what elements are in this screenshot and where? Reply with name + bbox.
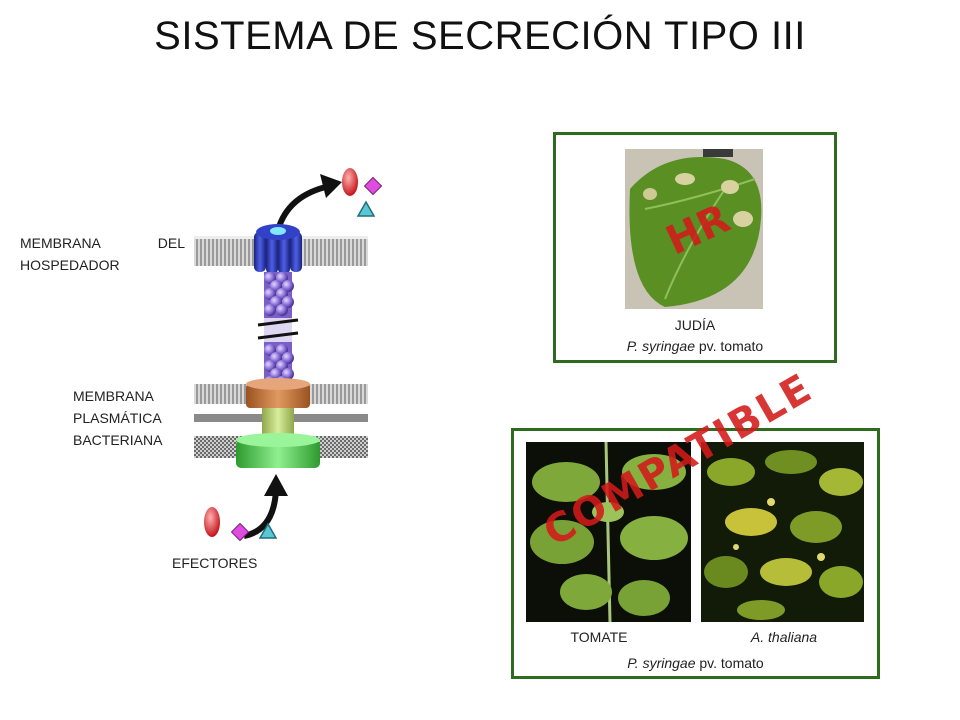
host-channel xyxy=(254,224,302,274)
export-arrowhead xyxy=(320,174,342,198)
hr-panel: HR JUDÍA P. syringae pv. tomato xyxy=(553,132,837,363)
host-membrane-label-line2: HOSPEDADOR xyxy=(20,257,120,273)
bacterial-membrane-line1: MEMBRANA xyxy=(73,388,154,404)
host-membrane-label-word2: DEL xyxy=(157,235,185,251)
bean-leaf-photo xyxy=(625,149,763,309)
effector-triangle-top xyxy=(356,200,376,217)
compatible-left-host: TOMATE xyxy=(570,629,628,645)
import-arrowhead xyxy=(264,474,288,496)
compatible-pathogen-species: P. syringae xyxy=(627,655,696,671)
effector-oval-bottom xyxy=(204,507,220,537)
effector-oval-top xyxy=(342,168,358,196)
hr-host-label: JUDÍA xyxy=(674,317,716,333)
compatible-panel: COMPATIBLE TOMATE A. thaliana P. syringa… xyxy=(511,365,880,679)
bacterial-membrane-line2: PLASMÁTICA xyxy=(73,410,162,426)
compatible-right-host: A. thaliana xyxy=(750,629,818,645)
page-title: SISTEMA DE SECRECIÓN TIPO III xyxy=(154,14,806,58)
export-arrow xyxy=(275,183,331,231)
hr-pathogen-label: P. syringae pv. tomato xyxy=(556,338,834,354)
effector-triangle-bottom xyxy=(258,522,278,539)
bacterial-membrane-line3: BACTERIANA xyxy=(73,432,163,448)
effector-diamond-bottom xyxy=(230,522,250,542)
host-membrane-label-word1: MEMBRANA xyxy=(20,235,101,251)
arabidopsis-photo xyxy=(701,442,864,622)
secretion-system-diagram xyxy=(194,168,383,542)
compatible-pathogen-label: P. syringae pv. tomato xyxy=(514,655,877,671)
compatible-pathogen-pathovar: pv. tomato xyxy=(695,655,764,671)
basal-body xyxy=(236,378,320,468)
host-membrane-label: MEMBRANA DEL HOSPEDADOR xyxy=(20,232,185,276)
needle xyxy=(257,272,299,392)
effectors-label: EFECTORES xyxy=(172,555,258,571)
bacterial-membrane-label: MEMBRANA PLASMÁTICA BACTERIANA xyxy=(73,385,162,451)
tomato-leaf-photo xyxy=(526,442,691,622)
hr-pathogen-pathovar: pv. tomato xyxy=(695,338,764,354)
effector-diamond-top xyxy=(363,176,383,196)
hr-pathogen-species: P. syringae xyxy=(626,338,695,354)
import-arrow xyxy=(243,489,279,539)
